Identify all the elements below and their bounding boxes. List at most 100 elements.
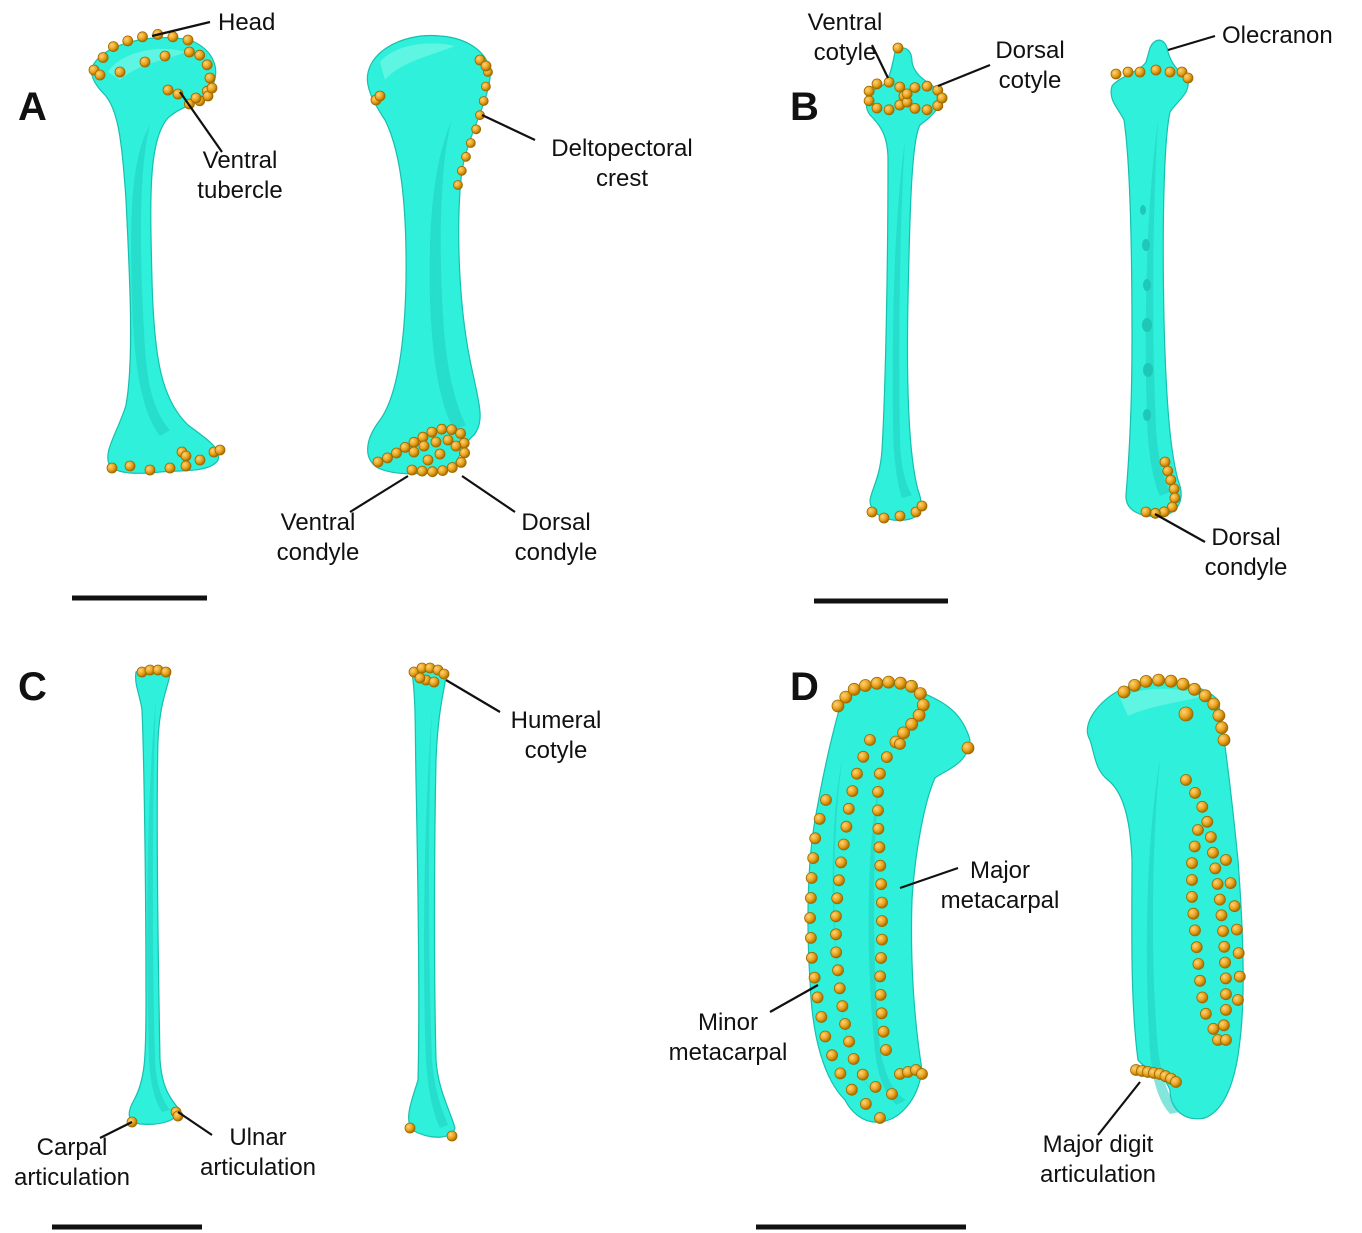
panel-b: B Ventral cotyle bbox=[790, 9, 1333, 601]
label-dorsal-condyle-line2: condyle bbox=[515, 539, 598, 566]
landmark-point bbox=[844, 1036, 855, 1047]
landmark-point bbox=[1166, 475, 1176, 485]
landmark-point bbox=[1191, 942, 1202, 953]
landmark-point bbox=[848, 1054, 859, 1065]
landmark-point bbox=[847, 786, 858, 797]
landmark-point bbox=[1187, 858, 1198, 869]
panel-letter-a: A bbox=[18, 85, 47, 129]
leader-major-digit-articulation bbox=[1098, 1082, 1140, 1135]
landmark-point bbox=[1123, 67, 1133, 77]
landmark-point bbox=[427, 427, 437, 437]
landmark-point bbox=[1202, 816, 1213, 827]
landmark-point bbox=[857, 1069, 868, 1080]
landmark-point bbox=[875, 860, 886, 871]
landmark-point bbox=[873, 805, 884, 816]
landmark-point bbox=[1190, 787, 1201, 798]
landmark-point bbox=[1221, 1004, 1232, 1015]
landmark-point bbox=[472, 125, 481, 134]
leader-ventral-condyle bbox=[350, 476, 408, 512]
landmark-point bbox=[875, 989, 886, 1000]
landmark-point bbox=[462, 152, 471, 161]
landmark-point bbox=[1229, 901, 1240, 912]
landmark-point bbox=[1140, 675, 1152, 687]
landmark-point bbox=[1220, 973, 1231, 984]
landmark-point bbox=[846, 1084, 857, 1095]
landmark-point bbox=[456, 457, 466, 467]
landmark-point bbox=[460, 448, 470, 458]
landmark-point bbox=[884, 77, 894, 87]
landmark-point bbox=[435, 449, 445, 459]
landmark-point bbox=[115, 67, 125, 77]
landmark-point bbox=[373, 457, 383, 467]
landmark-point bbox=[383, 453, 393, 463]
landmark-point bbox=[834, 983, 845, 994]
landmark-point bbox=[145, 465, 155, 475]
landmark-point bbox=[1214, 894, 1225, 905]
landmark-point bbox=[838, 839, 849, 850]
landmark-point bbox=[108, 42, 118, 52]
label-ventral-tubercle-line1: Ventral bbox=[203, 147, 278, 174]
landmark-point bbox=[1153, 674, 1165, 686]
landmark-point bbox=[833, 965, 844, 976]
landmark-point bbox=[1213, 710, 1225, 722]
landmark-point bbox=[843, 803, 854, 814]
landmark-point bbox=[1165, 675, 1177, 687]
label-major-digit-line1: Major digit bbox=[1043, 1131, 1154, 1158]
landmark-point bbox=[1210, 863, 1221, 874]
panel-letter-d: D bbox=[790, 665, 819, 709]
label-deltopectoral-line1: Deltopectoral bbox=[551, 135, 692, 162]
landmark-point bbox=[1129, 679, 1141, 691]
panel-letter-b: B bbox=[790, 85, 819, 129]
landmark-point bbox=[1225, 878, 1236, 889]
landmark-point bbox=[865, 735, 876, 746]
landmarks-c bbox=[127, 663, 457, 1141]
landmark-point bbox=[456, 429, 466, 439]
landmark-point bbox=[922, 81, 932, 91]
landmark-point bbox=[392, 448, 402, 458]
landmark-point bbox=[1195, 975, 1206, 986]
landmark-point bbox=[98, 53, 108, 63]
label-ulnar-articulation-line1: Ulnar bbox=[229, 1124, 286, 1151]
landmark-point bbox=[437, 424, 447, 434]
label-dorsal-condyle-b-line1: Dorsal bbox=[1211, 524, 1280, 551]
label-ventral-condyle-line2: condyle bbox=[277, 539, 360, 566]
leader-dorsal-cotyle bbox=[938, 65, 990, 86]
landmark-point bbox=[202, 60, 212, 70]
landmark-point bbox=[837, 1001, 848, 1012]
landmark-point bbox=[858, 751, 869, 762]
landmark-point bbox=[879, 513, 889, 523]
landmark-point bbox=[1193, 825, 1204, 836]
landmark-point bbox=[123, 36, 133, 46]
landmark-point bbox=[821, 795, 832, 806]
landmark-point bbox=[887, 1089, 898, 1100]
label-olecranon: Olecranon bbox=[1222, 22, 1333, 49]
landmark-point bbox=[375, 91, 385, 101]
landmark-point bbox=[840, 1019, 851, 1030]
landmark-point bbox=[439, 669, 449, 679]
landmark-point bbox=[1221, 855, 1232, 866]
landmark-point bbox=[922, 105, 932, 115]
landmark-point bbox=[215, 445, 225, 455]
label-dorsal-condyle-line1: Dorsal bbox=[521, 509, 590, 536]
landmark-point bbox=[447, 463, 457, 473]
landmark-point bbox=[409, 437, 419, 447]
landmark-point bbox=[895, 739, 906, 750]
landmark-point bbox=[873, 823, 884, 834]
landmark-point bbox=[1188, 908, 1199, 919]
landmark-point bbox=[1141, 507, 1151, 517]
landmark-point bbox=[877, 934, 888, 945]
landmark-point bbox=[423, 455, 433, 465]
landmark-point bbox=[1135, 67, 1145, 77]
label-dorsal-cotyle-line2: cotyle bbox=[999, 67, 1062, 94]
landmark-point bbox=[417, 466, 427, 476]
landmark-point bbox=[831, 929, 842, 940]
label-major-metacarpal-line1: Major bbox=[970, 857, 1030, 884]
landmark-point bbox=[400, 442, 410, 452]
landmark-point bbox=[181, 451, 191, 461]
landmark-point bbox=[848, 683, 860, 695]
landmark-point bbox=[107, 463, 117, 473]
landmark-point bbox=[1187, 891, 1198, 902]
landmark-point bbox=[454, 181, 463, 190]
leader-deltopectoral-crest bbox=[482, 115, 535, 140]
